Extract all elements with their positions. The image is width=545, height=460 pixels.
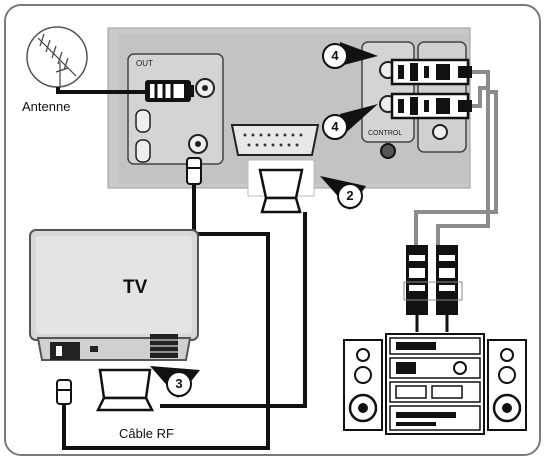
stereo-system-icon	[343, 333, 527, 435]
out-port-label: OUT	[136, 59, 153, 68]
step-badge-scart-tv: 3	[166, 371, 192, 397]
step-badge-audio-left: 4	[322, 43, 348, 69]
tv-label: TV	[123, 277, 148, 298]
control-port-label: CONTROL	[368, 130, 402, 137]
audio-plugs-stereo	[403, 245, 463, 332]
step-badge-scart-vcr: 2	[337, 183, 363, 209]
rf-cable	[56, 157, 270, 450]
rf-cable-label: Câble RF	[119, 426, 174, 441]
antenne-label: Antenne	[22, 99, 71, 114]
audio-cables	[414, 70, 498, 250]
scart-cable	[95, 159, 315, 412]
antenna-icon	[26, 26, 88, 88]
audio-plugs-vcr	[390, 58, 472, 120]
tv-icon	[29, 229, 199, 361]
antenna-cable	[56, 80, 194, 102]
step-badge-audio-right: 4	[322, 114, 348, 140]
